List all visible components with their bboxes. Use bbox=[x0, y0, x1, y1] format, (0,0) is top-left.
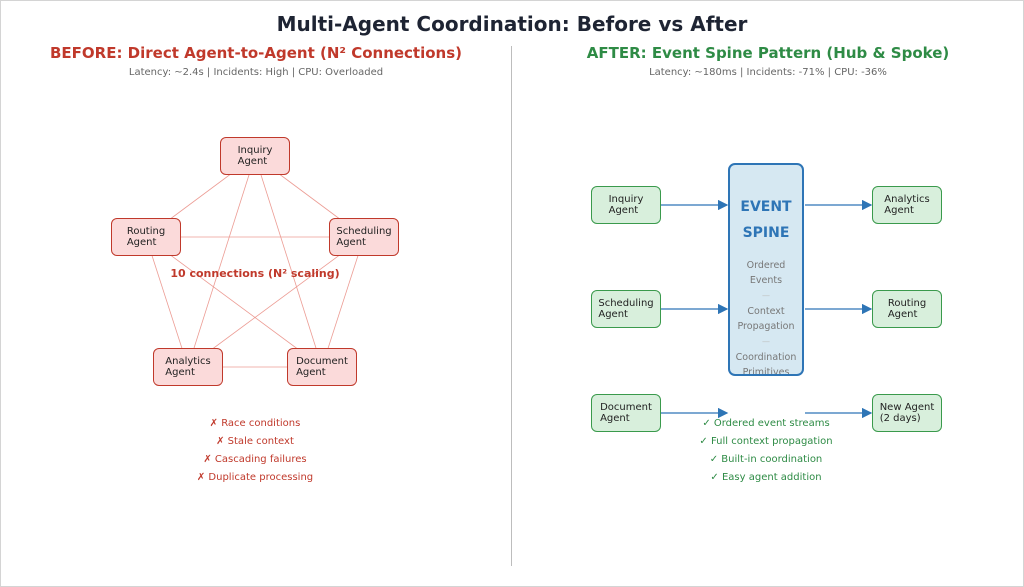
spine-title-line2: SPINE bbox=[742, 225, 790, 241]
spine-separator: — bbox=[762, 337, 770, 346]
agent-label: Inquiry Agent bbox=[237, 145, 273, 167]
benefit-item: ✓ Built-in coordination bbox=[709, 454, 823, 465]
before-document-agent: Document Agent bbox=[287, 348, 357, 386]
agent-label: Routing Agent bbox=[126, 226, 166, 248]
before-scheduling-agent: Scheduling Agent bbox=[329, 218, 399, 256]
problem-item: ✗ Race conditions bbox=[209, 418, 301, 429]
agent-label: Scheduling Agent bbox=[336, 226, 392, 248]
after-inquiry-agent: Inquiry Agent bbox=[591, 186, 661, 224]
agent-label: Scheduling Agent bbox=[598, 298, 654, 320]
spine-separator: — bbox=[762, 291, 770, 300]
benefit-item: ✓ Easy agent addition bbox=[710, 472, 822, 483]
after-new-agent: New Agent (2 days) bbox=[872, 394, 942, 432]
before-heading: BEFORE: Direct Agent-to-Agent (N² Connec… bbox=[49, 44, 463, 62]
spine-feature-ordered: Ordered Events bbox=[746, 260, 786, 286]
agent-label: Document Agent bbox=[600, 402, 652, 424]
agent-label: Analytics Agent bbox=[165, 356, 211, 378]
after-metrics: Latency: ~180ms | Incidents: -71% | CPU:… bbox=[649, 67, 887, 78]
problem-list: ✗ Race conditions ✗ Stale context ✗ Casc… bbox=[150, 415, 360, 487]
problem-item: ✗ Cascading failures bbox=[203, 454, 307, 465]
problem-item: ✗ Duplicate processing bbox=[196, 472, 314, 483]
after-routing-agent: Routing Agent bbox=[872, 290, 942, 328]
after-analytics-agent: Analytics Agent bbox=[872, 186, 942, 224]
before-inquiry-agent: Inquiry Agent bbox=[220, 137, 290, 175]
agent-label: New Agent (2 days) bbox=[879, 402, 935, 424]
agent-label: Routing Agent bbox=[887, 298, 927, 320]
agent-label: Analytics Agent bbox=[884, 194, 930, 216]
problem-item: ✗ Stale context bbox=[216, 436, 294, 447]
diagram-title: Multi-Agent Coordination: Before vs Afte… bbox=[276, 12, 748, 36]
benefit-list: ✓ Ordered event streams ✓ Full context p… bbox=[666, 415, 866, 487]
after-heading: AFTER: Event Spine Pattern (Hub & Spoke) bbox=[586, 44, 950, 62]
after-scheduling-agent: Scheduling Agent bbox=[591, 290, 661, 328]
connections-label: 10 connections (N² scaling) bbox=[170, 267, 340, 280]
event-spine: EVENT SPINE Ordered Events — Context Pro… bbox=[728, 163, 804, 376]
spine-feature-coordination: Coordination Primitives bbox=[735, 352, 797, 376]
agent-label: Inquiry Agent bbox=[608, 194, 644, 216]
panel-divider bbox=[511, 46, 512, 566]
spine-title-line1: EVENT bbox=[740, 199, 792, 215]
before-metrics: Latency: ~2.4s | Incidents: High | CPU: … bbox=[128, 67, 384, 78]
benefit-item: ✓ Ordered event streams bbox=[702, 418, 830, 429]
before-analytics-agent: Analytics Agent bbox=[153, 348, 223, 386]
benefit-item: ✓ Full context propagation bbox=[699, 436, 833, 447]
spine-feature-context: Context Propagation bbox=[737, 306, 795, 332]
before-routing-agent: Routing Agent bbox=[111, 218, 181, 256]
agent-label: Document Agent bbox=[296, 356, 348, 378]
after-document-agent: Document Agent bbox=[591, 394, 661, 432]
